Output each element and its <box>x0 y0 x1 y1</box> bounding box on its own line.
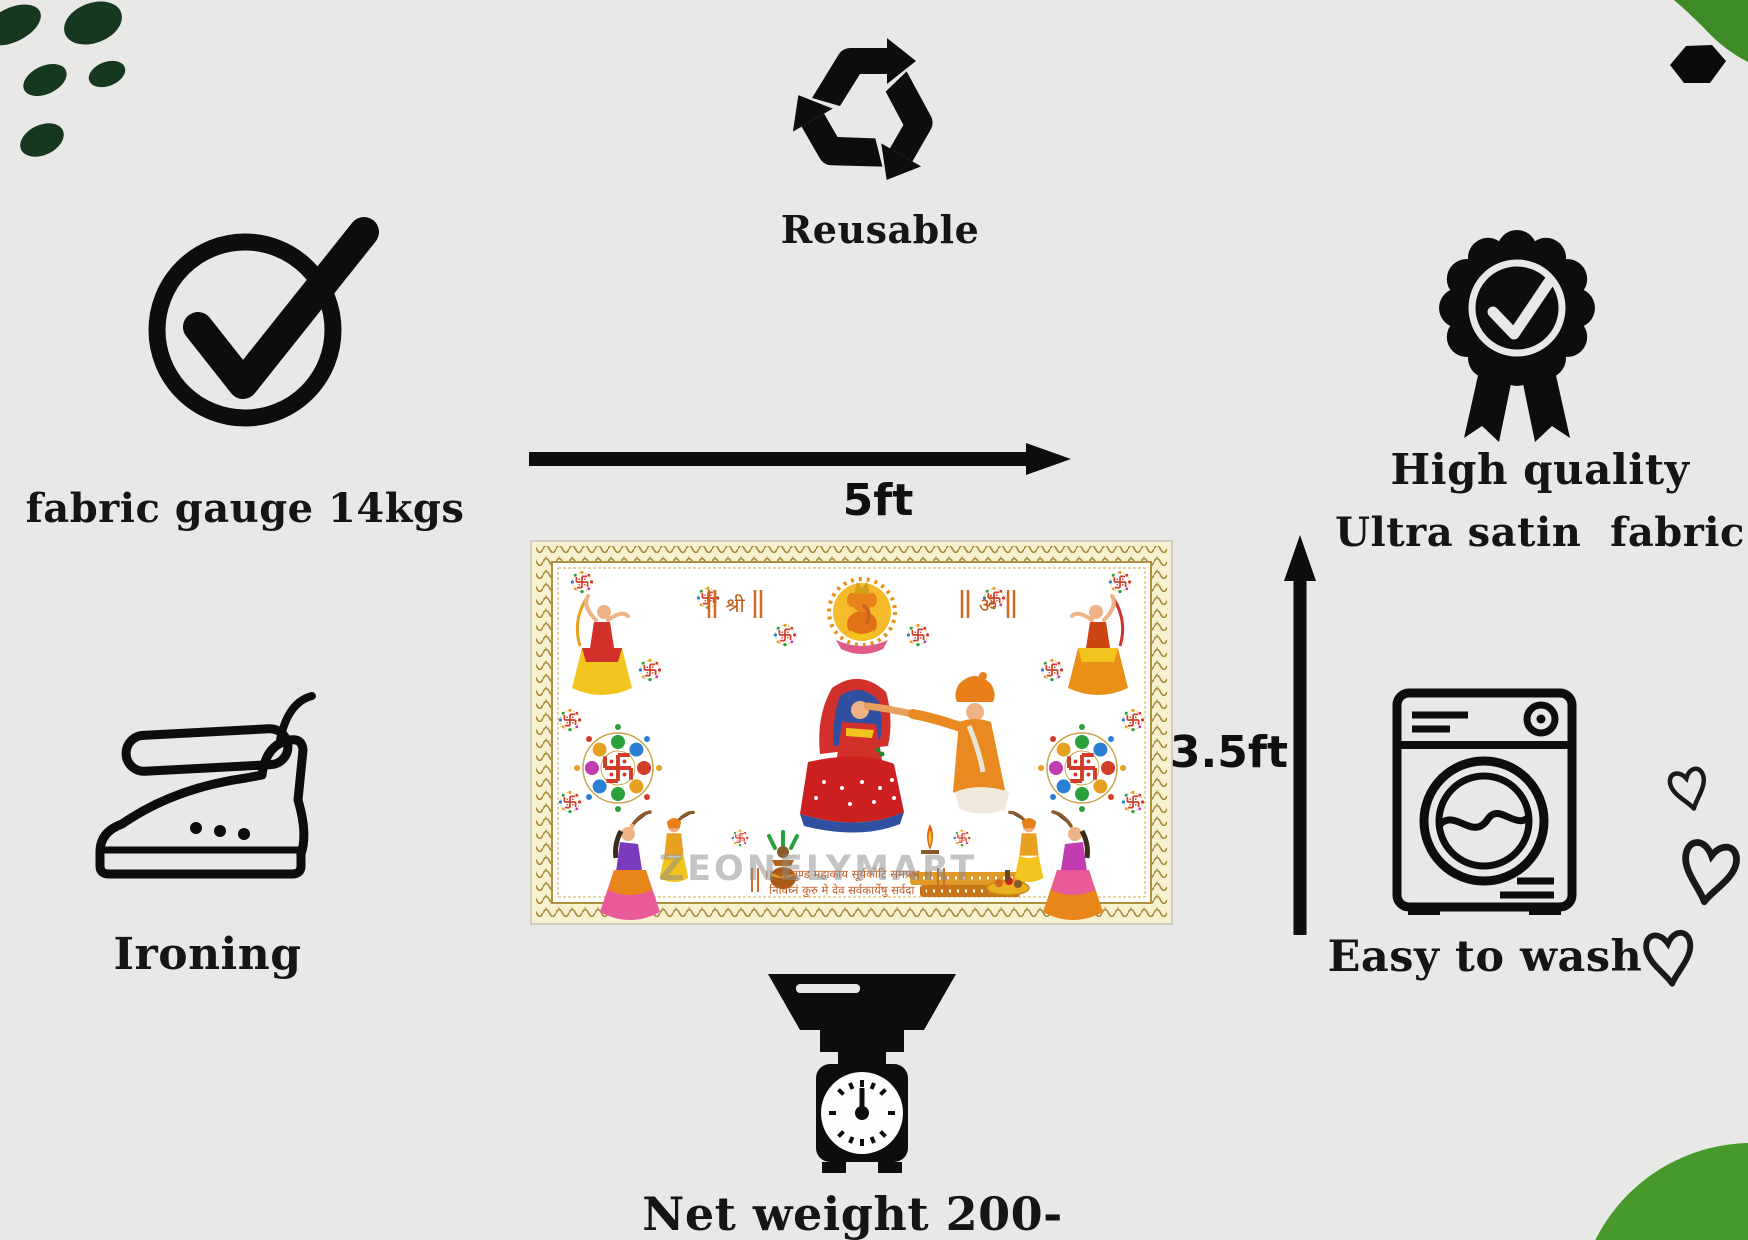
product-photo: श्री ॐ <box>530 540 1173 925</box>
recycle-icon <box>782 38 952 197</box>
mandala-right <box>1038 724 1126 812</box>
shree-symbol: श्री <box>707 590 763 618</box>
height-arrow <box>1284 535 1316 935</box>
ultra-satin-label: Ultra satin fabric <box>1335 509 1745 556</box>
offering-plate <box>986 870 1030 896</box>
reusable-label: Reusable <box>780 207 980 252</box>
dancers-bottom-left <box>600 810 695 920</box>
width-arrow <box>529 443 1071 475</box>
award-ribbon-icon <box>1439 230 1595 442</box>
net-weight-label: Net weight 200-220gms <box>642 1187 1063 1240</box>
green-corner-shape <box>1674 0 1748 62</box>
check-circle-icon <box>148 217 379 427</box>
arrow-head-right <box>1026 443 1071 475</box>
corner-decoration <box>1670 0 1748 83</box>
kalash-pot <box>767 830 799 889</box>
arrow-head-up <box>1284 535 1316 581</box>
dancers-bottom-right <box>1008 810 1103 920</box>
width-dimension-label: 5ft <box>842 475 914 526</box>
om-symbol: ॐ <box>960 590 1016 618</box>
shloka-line1: ।। वक्रतुण्ड महाकाय सूर्यकोटि समप्रभ ।। <box>764 867 932 882</box>
green-circle-decoration <box>1577 1143 1748 1240</box>
ganesha-figure <box>827 577 897 654</box>
watermark-text: ZEONELYMART <box>659 849 978 889</box>
green-dots-decoration <box>0 1 126 157</box>
om-text: ॐ <box>979 593 997 617</box>
hearts-doodle <box>1643 766 1740 987</box>
dancer-top-right <box>1068 594 1128 695</box>
easy-to-wash-label: Easy to wash <box>1327 932 1643 982</box>
weighing-scale-icon <box>768 974 956 1173</box>
ironing-label: Ironing <box>113 929 302 980</box>
fabric-gauge-label: fabric gauge 14kgs <box>25 485 465 532</box>
high-quality-label: High quality <box>1390 445 1690 494</box>
black-gem-icon <box>1670 45 1726 83</box>
backdrop-artwork: श्री ॐ <box>530 540 1173 925</box>
shloka-text: ।। वक्रतुण्ड महाकाय सूर्यकोटि समप्रभ ।। … <box>751 867 945 898</box>
height-dimension-label: 3.5ft <box>1169 727 1288 778</box>
mandala-left <box>574 724 662 812</box>
washing-machine-icon <box>1392 688 1577 915</box>
shloka-line2: निर्विघ्नं कुरु मे देव सर्वकार्येषु सर्व… <box>769 883 926 898</box>
dancer-top-left <box>572 594 632 695</box>
iron-icon <box>95 692 316 879</box>
shree-text: श्री <box>725 593 745 617</box>
